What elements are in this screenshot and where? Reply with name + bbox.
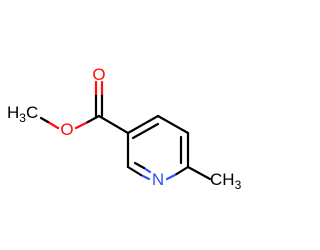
- ring-bond-n-c2-inner-blue: [142, 166, 152, 174]
- ester-methyl-h: H: [7, 103, 19, 122]
- ring-bond-c3-c4: [126, 114, 160, 135]
- ester-bond-o-ch3-red: [46, 120, 60, 130]
- ester-oxygen-label: O: [60, 120, 73, 139]
- ester-methyl-subscript: 3: [19, 111, 26, 125]
- ester-methyl-c: C: [26, 103, 38, 122]
- bond-carbonyl-ring: [97, 114, 130, 135]
- ring-nitrogen-label: N: [152, 170, 164, 189]
- ring-bond-n-c2-blue: [139, 173, 151, 181]
- ester-bond-o-ch3: [39, 116, 50, 124]
- ring-methyl-subscript: 3: [235, 178, 242, 192]
- ring-methyl-label: CH3: [210, 170, 242, 192]
- carbonyl-oxygen-label: O: [92, 65, 105, 84]
- ring-bond-c6-n: [173, 165, 190, 177]
- ring-bond-c6-n-blue: [165, 173, 177, 181]
- ring-bond-n-c2-inner: [133, 161, 146, 170]
- bond-ring-methyl: [186, 165, 212, 181]
- ring-bond-c4-c5: [156, 114, 190, 135]
- ester-bond-c-o: [84, 114, 101, 125]
- structure-diagram: O O N H3C CH3: [7, 65, 242, 192]
- ring-bond-c3-c4-inner: [131, 122, 160, 140]
- ester-bond-c-o-red: [74, 121, 88, 130]
- bonds: [39, 80, 212, 181]
- ring-methyl-c: C: [210, 170, 222, 189]
- ring-bond-n-c2: [126, 165, 143, 177]
- atom-labels: O O N H3C CH3: [7, 65, 242, 192]
- ring-methyl-h: H: [222, 170, 234, 189]
- ester-methyl-label: H3C: [7, 103, 38, 125]
